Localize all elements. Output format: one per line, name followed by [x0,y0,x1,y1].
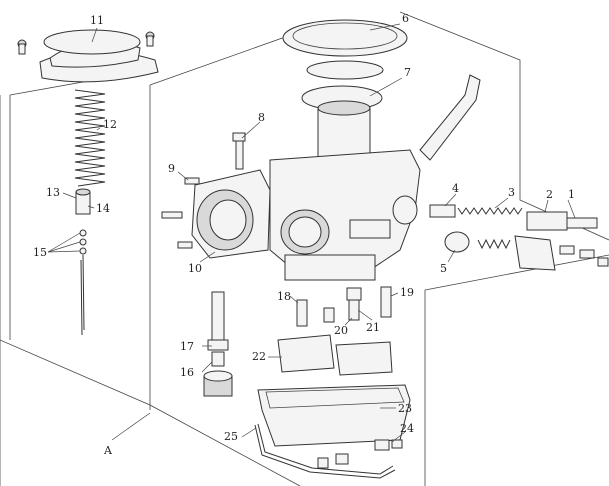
carburetor-body [191,149,421,281]
label-10: 10 [188,262,202,275]
part-16-float-valve [203,351,233,397]
part-18-21-jets [296,286,392,327]
part-9-bolts [161,177,200,249]
part-1-3-idle-screw-assembly [429,204,609,271]
part-17-jet-tube [207,291,229,351]
label-21: 21 [366,321,380,334]
label-20: 20 [334,324,348,337]
label-13: 13 [46,186,60,199]
part-25-drain-tube [254,423,396,479]
label-9: 9 [168,162,175,175]
part-24-drain-screw [374,439,403,451]
label-8: 8 [258,111,265,124]
part-8-top-screw [232,132,246,170]
vent-hose [419,74,481,161]
part-12-spring [74,89,106,187]
label-1: 1 [568,188,575,201]
label-24: 24 [400,422,414,435]
leader-lines [47,23,576,443]
part-22-floats [277,334,393,376]
part-15-needle [79,229,87,336]
part-number-labels: 11 12 13 14 15 6 7 8 9 10 4 3 2 1 5 18 1… [33,12,575,457]
label-25: 25 [224,430,238,443]
part-7-intake-throat [301,85,383,161]
label-3: 3 [508,186,515,199]
part-23-float-bowl [257,384,411,447]
label-15: 15 [33,246,47,259]
label-4: 4 [452,182,459,195]
label-14: 14 [96,202,110,215]
part-6-diaphragm [282,19,408,80]
label-5: 5 [440,262,447,275]
label-23: 23 [398,402,412,415]
label-19: 19 [400,286,414,299]
part-13-slide [75,188,91,215]
label-18: 18 [277,290,291,303]
label-view-a: A [103,444,113,457]
label-7: 7 [404,66,411,79]
label-11: 11 [90,14,104,27]
label-16: 16 [180,366,194,379]
label-12: 12 [103,118,117,131]
label-2: 2 [546,188,553,201]
label-6: 6 [402,12,409,25]
label-22: 22 [252,350,266,363]
part-11-top-cover [17,29,159,83]
label-17: 17 [180,340,194,353]
